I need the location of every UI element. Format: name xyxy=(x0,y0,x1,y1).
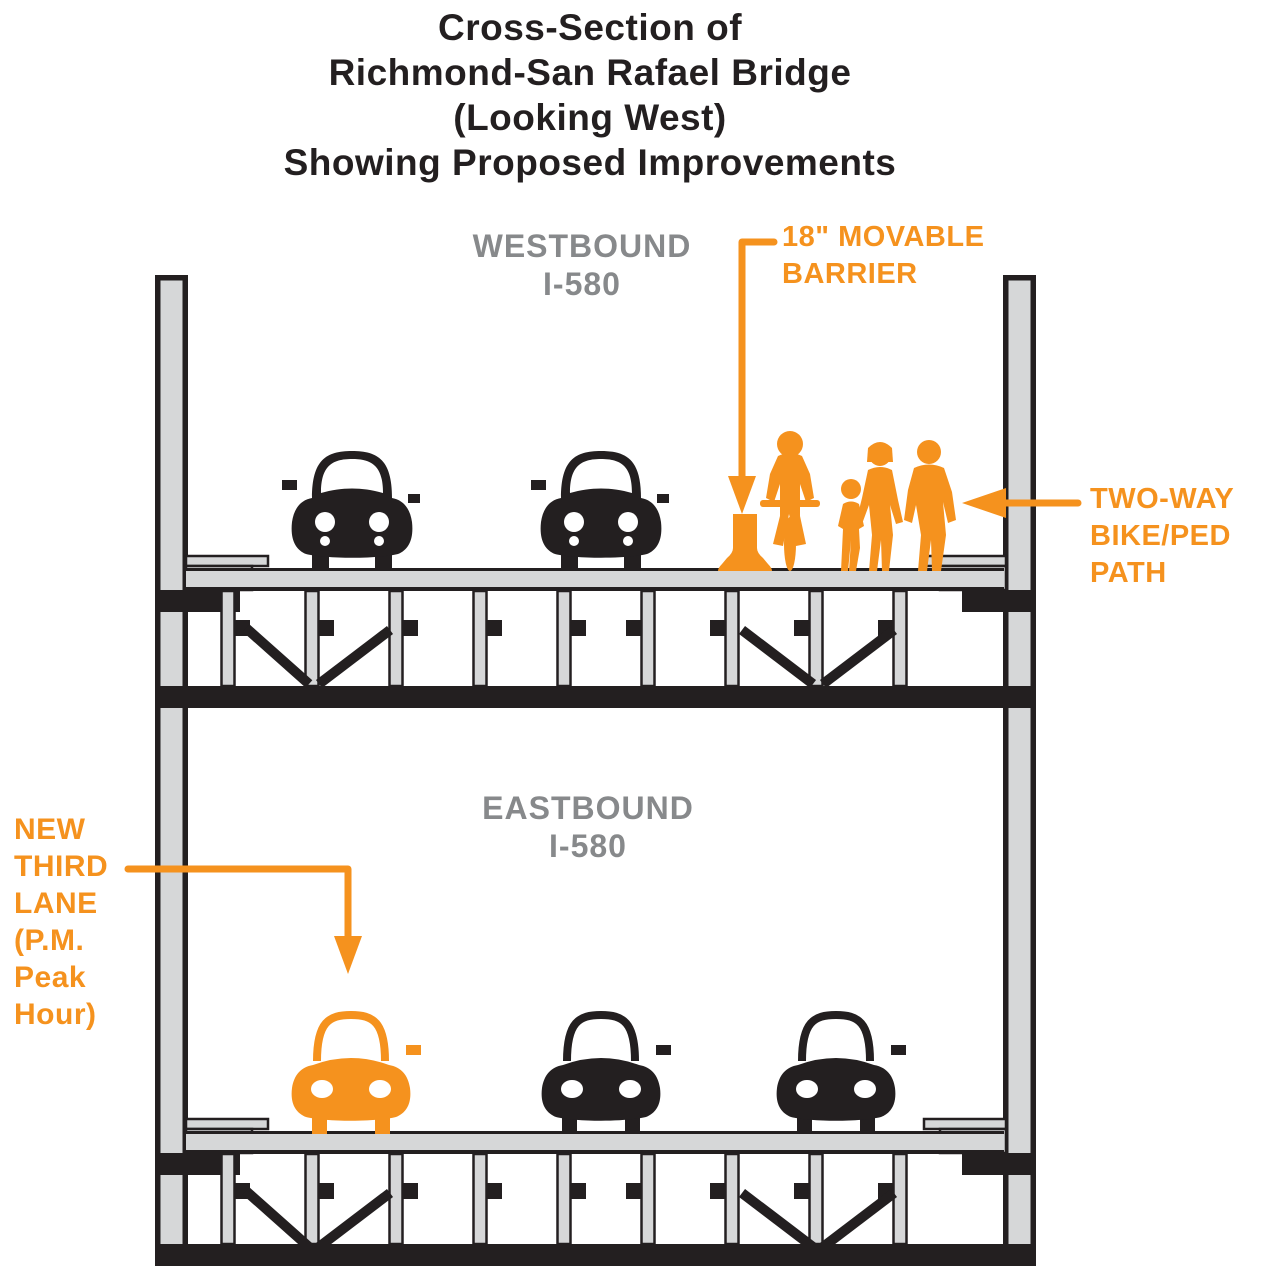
bike-ped-path-label-line: TWO-WAY xyxy=(1090,483,1235,515)
right-tower xyxy=(1003,275,1036,1266)
new-third-lane-label-line: (P.M. xyxy=(14,924,85,957)
arrow-head-down xyxy=(334,936,362,974)
movable-barrier-label-line: BARRIER xyxy=(782,258,918,290)
truss-diagonals xyxy=(242,624,898,688)
corbel-seat xyxy=(962,1153,1036,1175)
bike-ped-path-label-line: PATH xyxy=(1090,557,1167,589)
pedestrian-child-icon xyxy=(838,479,864,571)
truss-bottom-chord xyxy=(155,1244,1036,1266)
upper-truss xyxy=(155,589,1036,708)
upper-deck xyxy=(186,568,1004,591)
title-line: (Looking West) xyxy=(453,97,727,138)
truss-bottom-chord xyxy=(155,686,1036,708)
car-icon-new-third-lane xyxy=(292,1015,421,1134)
eastbound-road-name: EASTBOUND xyxy=(482,790,694,826)
arrow-head-down xyxy=(728,476,756,514)
left-tower xyxy=(155,275,188,1266)
bicyclist-icon xyxy=(760,431,820,571)
deck-bottom-edge xyxy=(186,1150,1004,1154)
movable-barrier-label-line: 18" MOVABLE xyxy=(782,221,985,253)
deck-bottom-edge xyxy=(186,587,1004,591)
eastbound-deck-label: EASTBOUND I-580 xyxy=(482,789,694,865)
deck-surface xyxy=(186,1134,1004,1150)
left-tower-body xyxy=(160,280,183,1266)
movable-barrier-icon xyxy=(718,514,772,571)
lower-truss xyxy=(155,1152,1036,1266)
diagram-title: Cross-Section of Richmond-San Rafael Bri… xyxy=(284,5,897,185)
bike-ped-group xyxy=(760,431,956,571)
corbel-ledge xyxy=(922,1117,1008,1131)
arrow-head-left xyxy=(962,488,1006,518)
new-third-lane-label-line: NEW xyxy=(14,813,86,846)
lower-deck xyxy=(186,1131,1004,1154)
title-line: Showing Proposed Improvements xyxy=(283,142,897,183)
eastbound-route-number: I-580 xyxy=(549,828,627,864)
westbound-road-name: WESTBOUND xyxy=(472,228,692,264)
new-third-lane-arrow xyxy=(124,865,362,974)
right-tower-body xyxy=(1008,280,1031,1266)
truss-diagonals xyxy=(242,1187,898,1251)
title-line: Cross-Section of xyxy=(437,7,743,48)
car-icon-westbound-1 xyxy=(282,451,420,571)
new-third-lane-label-line: LANE xyxy=(14,887,98,920)
truss-gussets xyxy=(234,620,894,636)
bike-ped-path-label-line: BIKE/PED xyxy=(1090,520,1231,552)
corbel-seat xyxy=(155,590,240,612)
deck-surface xyxy=(186,571,1004,587)
corbel-seat xyxy=(155,1153,240,1175)
corbel-seat xyxy=(962,590,1036,612)
westbound-deck-label: WESTBOUND I-580 xyxy=(473,227,692,303)
new-third-lane-label-line: THIRD xyxy=(14,850,109,883)
new-third-lane-label-line: Hour) xyxy=(14,998,97,1031)
title-line: Richmond-San Rafael Bridge xyxy=(328,52,852,93)
bike-ped-path-label: TWO-WAY BIKE/PED PATH xyxy=(1090,481,1234,592)
car-icon-westbound-2 xyxy=(531,451,669,571)
movable-barrier-arrow xyxy=(728,238,778,514)
movable-barrier-label: 18" MOVABLE BARRIER xyxy=(782,219,984,293)
car-icon-eastbound-1 xyxy=(542,1015,671,1134)
car-icon-eastbound-2 xyxy=(777,1015,906,1134)
pedestrian-man-icon xyxy=(904,440,956,571)
corbel-ledge xyxy=(184,1117,270,1131)
pedestrian-woman-icon xyxy=(856,442,903,571)
new-third-lane-label: NEW THIRD LANE (P.M. Peak Hour) xyxy=(14,811,108,1033)
corbel-ledge xyxy=(184,554,270,568)
deck-top-edge xyxy=(186,1131,1004,1134)
deck-top-edge xyxy=(186,568,1004,571)
annotation-arrows xyxy=(124,238,1082,974)
new-third-lane-label-line: Peak xyxy=(14,961,87,994)
westbound-route-number: I-580 xyxy=(543,266,621,302)
bike-ped-arrow xyxy=(962,488,1082,518)
